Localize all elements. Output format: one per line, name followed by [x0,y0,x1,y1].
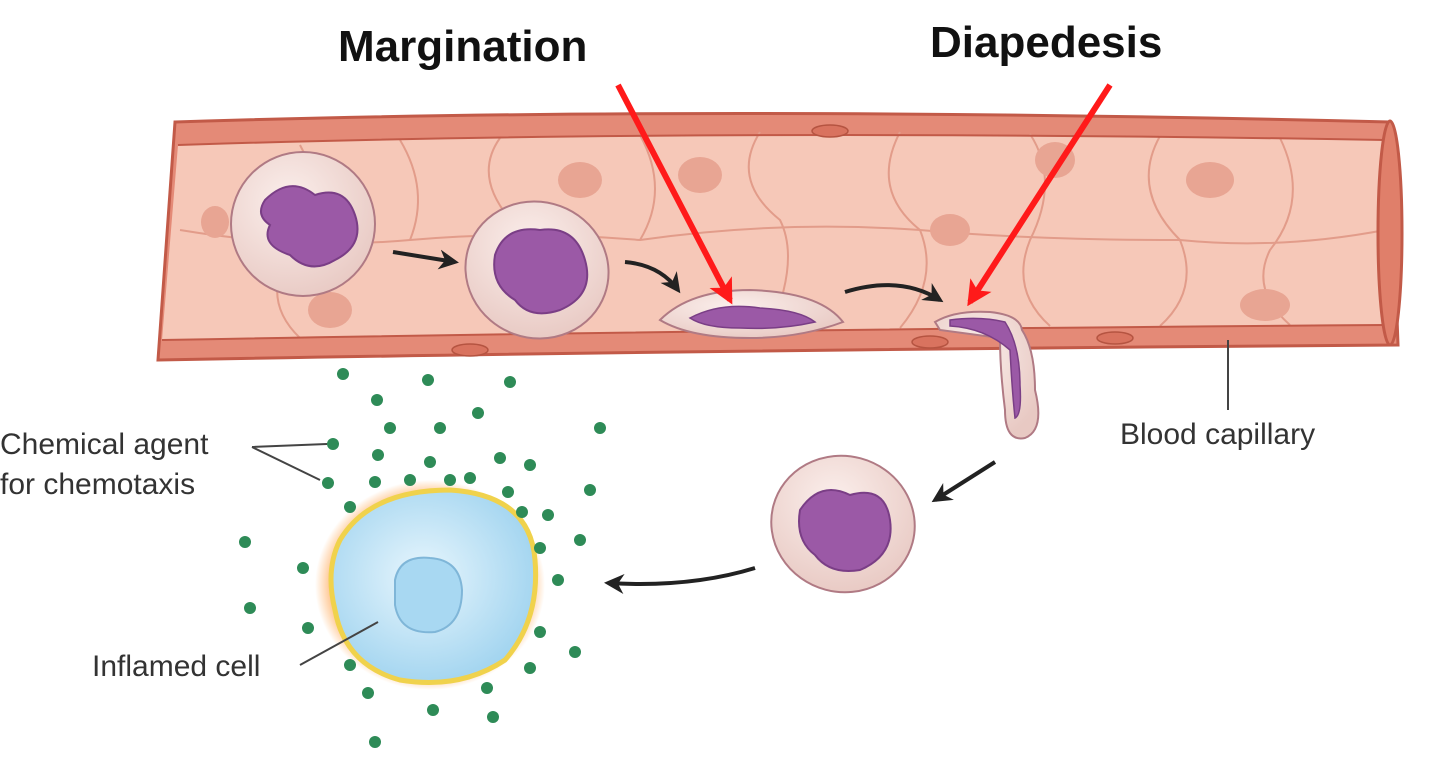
margination-arrow [615,83,733,305]
red-pointer-arrows [615,83,1113,307]
arrow-2 [624,260,681,294]
vessel-opening [1376,119,1404,347]
inflamed-cell-leader [299,621,379,666]
diapedesis-arrow [967,83,1113,307]
wbc-diapedesis [933,310,1040,440]
arrow-4 [931,460,997,503]
wbc-margination [658,288,845,340]
inflamed-cell [315,480,545,690]
arrow-1 [392,249,459,270]
blood-capillary-label: Blood capillary [1120,418,1316,451]
margination-title: Margination [338,22,588,71]
leader-lines [251,340,1229,666]
endothelial-nuclei [201,142,1290,328]
arrow-3 [844,283,944,303]
inflamed-cell-label: Inflamed cell [92,650,261,683]
chemical-agent-label-line2: for chemotaxis [0,468,196,501]
wbc-1 [230,151,376,297]
arrow-5 [604,566,756,594]
chemical-agent-label-line1: Chemical agent [0,428,209,461]
blood-capillary-vessel [156,112,1404,362]
vessel-lumen [162,135,1385,340]
inflamed-cell-nucleus [394,556,464,634]
movement-arrows [392,249,997,594]
wall-nuclei [451,124,1397,357]
wbc-2 [464,200,610,340]
chemical-agent-leader [251,443,328,481]
diapedesis-title: Diapedesis [930,18,1163,67]
chemical-agent-dots [239,368,606,748]
wbc-outside [770,454,916,594]
